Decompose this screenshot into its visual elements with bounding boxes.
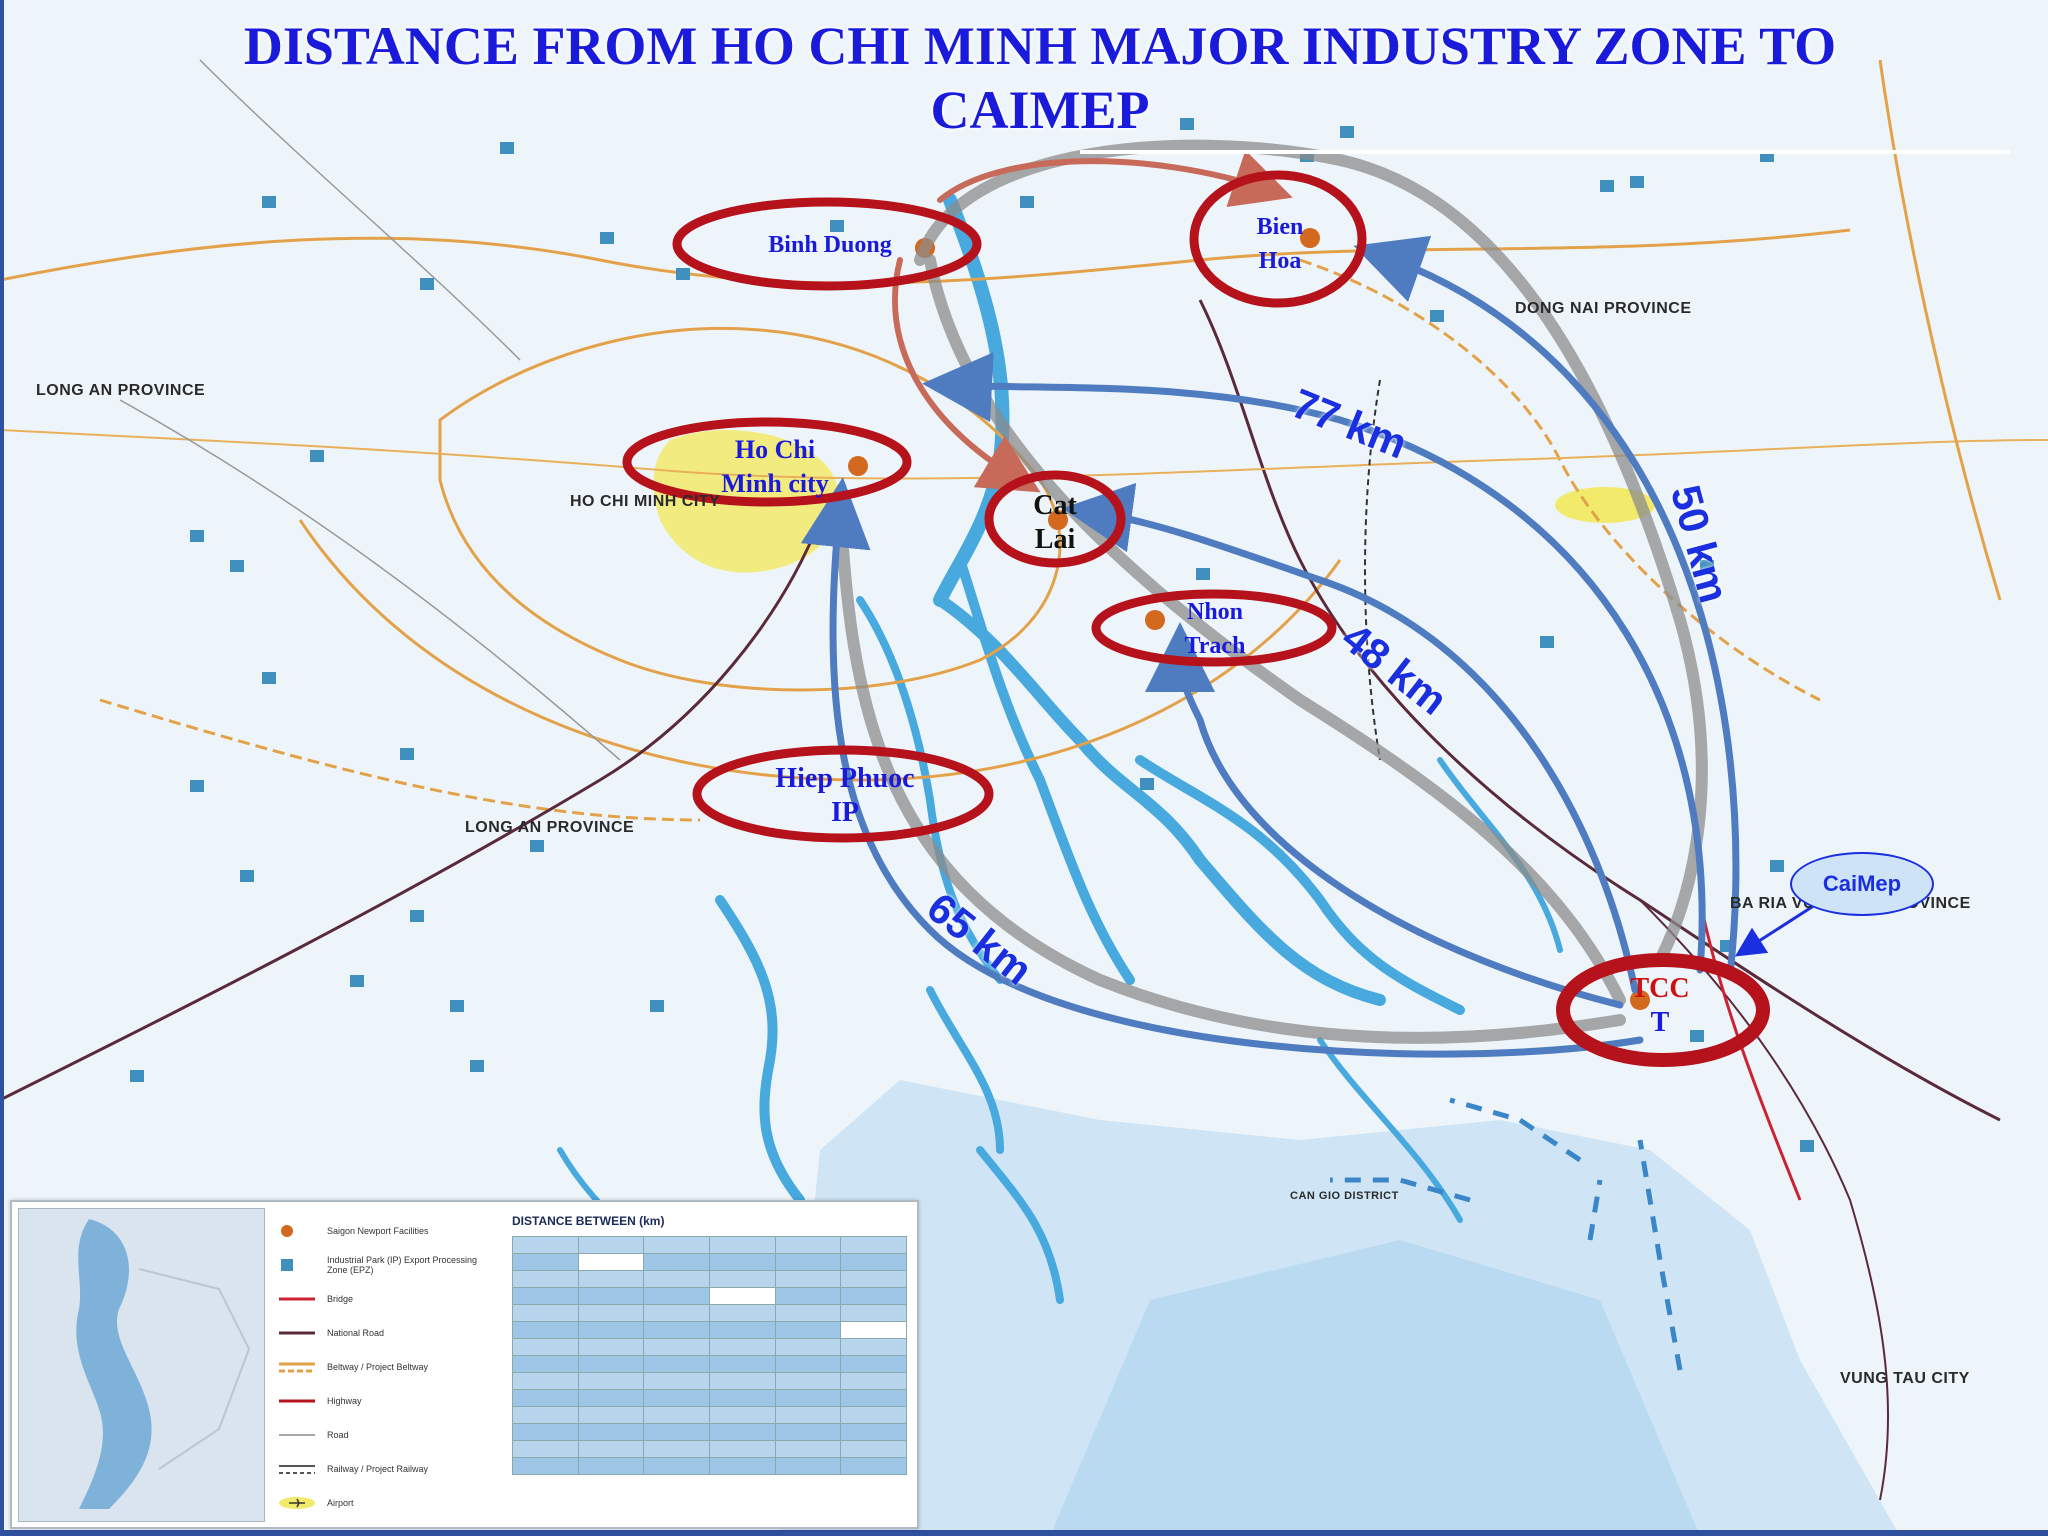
ellipse-hcmc [622,417,912,507]
label-nhon-trach-line-2: Trach [1184,633,1246,659]
national-road-line-icon [277,1326,317,1340]
vietnam-inset-shape [76,1219,251,1509]
ellipse-cat-lai [984,470,1126,568]
ellipse-bien-hoa [1189,170,1367,308]
label-hcmc-line-1: Ho Chi [734,435,816,464]
distance-matrix: DISTANCE BETWEEN (km) [512,1214,907,1475]
legend-row-airport: Airport [277,1488,497,1518]
label-cat-lai-line-2: Lai [1034,524,1076,555]
label-hcmc-line-2: Minh city [721,469,829,498]
highway-line-icon [277,1394,317,1408]
province-vung-tau: VUNG TAU CITY [1840,1370,1970,1387]
ellipse-tcct [1556,953,1770,1067]
province-hcmc: HO CHI MINH CITY [570,493,721,510]
shipping-lanes [1330,1097,1683,1371]
legend-keys: Saigon Newport Facilities Industrial Par… [277,1216,497,1522]
beltway-line-icon [277,1360,317,1374]
legend-row-bridge: Bridge [277,1284,497,1314]
label-bien-hoa: Bien Hoa [1220,210,1340,278]
label-tcct: TCC T [1620,972,1700,1040]
airport-highlight [1555,487,1655,523]
vietnam-inset-map [18,1208,265,1522]
rivers [557,193,1563,1323]
zone-ellipses [622,170,1770,1067]
callout-arrow [1734,903,1816,957]
province-long-an-bottom: LONG AN PROVINCE [465,819,635,836]
distance-matrix-title: DISTANCE BETWEEN (km) [512,1214,665,1228]
slide-title: DISTANCE FROM HO CHI MINH MAJOR INDUSTRY… [120,14,1960,142]
distance-matrix-grid [512,1236,907,1475]
ellipse-nhon-trach [1091,589,1337,667]
legend-row-road: Road [277,1420,497,1450]
label-hiep-phuoc-line-2: IP [831,797,859,828]
airport-icon [277,1496,317,1510]
legend-row-highway: Highway [277,1386,497,1416]
slide-left-border [0,0,4,1536]
label-bien-hoa-line-1: Bien [1256,214,1304,240]
label-tcct-line-2: T [1650,1007,1670,1038]
legend-row-industrial-park: Industrial Park (IP) Export Processing Z… [277,1250,497,1280]
label-bien-hoa-line-2: Hoa [1258,248,1302,274]
legend-row-railway: Railway / Project Railway [277,1454,497,1484]
railway-line-icon [277,1462,317,1476]
bay-area [1050,1240,1700,1536]
province-long-an-top: LONG AN PROVINCE [36,382,206,399]
label-nhon-trach: Nhon Trach [1160,595,1270,663]
port-facility-icon [277,1224,317,1238]
title-line-1: DISTANCE FROM HO CHI MINH MAJOR INDUSTRY… [243,16,1837,76]
legend-row-beltway: Beltway / Project Beltway [277,1352,497,1382]
label-nhon-trach-line-1: Nhon [1186,599,1244,625]
caimep-callout: CaiMep [1790,852,1934,916]
label-hcmc: Ho Chi Minh city [690,433,860,501]
slide-bottom-border [0,1530,2048,1536]
title-line-2: CAIMEP [930,80,1150,140]
road-network [0,59,2048,1501]
road-line-icon [277,1428,317,1442]
province-dong-nai: DONG NAI PROVINCE [1515,300,1692,317]
legend-row-newport: Saigon Newport Facilities [277,1216,497,1246]
blue-routes [800,235,1740,1058]
title-underline [1080,150,2010,154]
red-routes [892,150,1293,493]
label-cat-lai: Cat Lai [1005,489,1105,557]
ellipse-hiep-phuoc [692,745,994,843]
industrial-park-icon [277,1258,317,1272]
district-can-gio: CAN GIO DISTRICT [1290,1190,1399,1202]
ellipse-binh-duong [672,197,982,291]
bridge-line-icon [277,1292,317,1306]
label-tcct-line-1: TCC [1630,973,1690,1004]
legend-row-national-road: National Road [277,1318,497,1348]
map-legend: Saigon Newport Facilities Industrial Par… [10,1200,919,1529]
label-hiep-phuoc: Hiep Phuoc IP [750,762,940,830]
label-hiep-phuoc-line-1: Hiep Phuoc [775,763,915,794]
label-binh-duong: Binh Duong [768,232,892,258]
label-cat-lai-line-1: Cat [1033,490,1077,521]
